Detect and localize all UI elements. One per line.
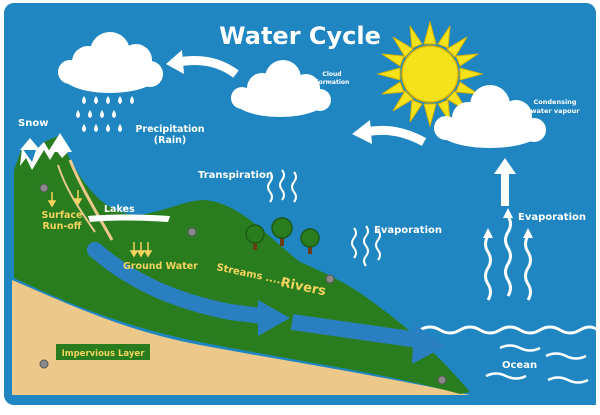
ocean-wave <box>545 352 587 360</box>
transpiration-squiggles <box>267 169 297 203</box>
cloud-formation-label-line2: Formation <box>315 79 350 86</box>
board-screws <box>39 183 447 385</box>
tree-trunk <box>253 238 257 250</box>
trees <box>245 217 320 254</box>
condensing-cloud-icon <box>434 85 546 148</box>
condense-arrowhead <box>352 120 372 144</box>
condensing-label-line2: water vapour <box>531 107 581 115</box>
tree-canopy <box>245 224 265 244</box>
surface-runoff-label-line1: Surface <box>42 210 83 221</box>
ground-water-label: Ground Water <box>123 261 198 272</box>
precipitation-label-line1: Precipitation <box>135 124 204 135</box>
ocean-evaporation-arrowheads <box>483 208 533 238</box>
groundwater-flow-arrow <box>87 242 270 324</box>
diagram-title: Water Cycle <box>219 22 381 50</box>
lakes-label: Lakes <box>104 204 135 215</box>
ocean-evaporation-arrows <box>484 215 532 301</box>
screw <box>39 359 49 369</box>
runoff-down-arrows <box>47 190 83 208</box>
ocean-body <box>412 323 596 405</box>
ocean-wave <box>547 376 589 384</box>
river-arrowhead <box>412 324 446 364</box>
snow-peak-right <box>48 133 72 152</box>
land-evaporation-label: Evaporation <box>374 225 442 236</box>
raindrops <box>76 96 134 132</box>
screw <box>325 274 335 284</box>
runoff-streak <box>57 164 96 233</box>
cloud-drift-arrow <box>177 56 239 78</box>
river-flow-arrow <box>290 314 420 348</box>
groundwater-down-arrows <box>129 242 153 258</box>
condensing-label-line1: Condensing <box>534 98 577 106</box>
snow-label: Snow <box>18 118 48 129</box>
soil-layer <box>12 280 470 395</box>
impervious-layer-label: Impervious Layer <box>62 349 146 359</box>
screw <box>39 183 49 193</box>
condense-arrow <box>365 125 427 146</box>
ocean-label: Ocean <box>502 360 537 371</box>
impervious-layer-box <box>56 344 150 360</box>
transpiration-label: Transpiration <box>198 170 273 181</box>
tree-trunk <box>280 232 284 246</box>
screw <box>437 375 447 385</box>
rain-cloud-icon <box>58 32 163 93</box>
tree-trunk <box>308 242 312 254</box>
lake <box>88 214 170 222</box>
vapour-rise-arrow <box>501 172 509 206</box>
tree-canopy <box>271 217 293 239</box>
cloud-drift-arrowhead <box>166 50 184 74</box>
ocean-surface-wave <box>419 325 599 335</box>
land-evaporation-squiggles <box>351 225 381 267</box>
ocean-evaporation-label: Evaporation <box>518 212 586 223</box>
cloud-formation-icon <box>231 60 331 117</box>
cloud-formation-label-line1: Cloud <box>322 71 341 78</box>
groundwater-arrowhead <box>258 300 290 336</box>
precipitation-label-line2: (Rain) <box>154 135 186 146</box>
runoff-streak <box>68 159 114 241</box>
vapour-rise-arrowhead <box>494 158 516 174</box>
screw <box>187 227 197 237</box>
ocean-wave <box>499 344 541 352</box>
snow-peak-left <box>20 138 40 150</box>
tree-canopy <box>300 228 320 248</box>
ocean-wave <box>485 372 527 380</box>
surface-runoff-label-line2: Run-off <box>42 221 81 232</box>
